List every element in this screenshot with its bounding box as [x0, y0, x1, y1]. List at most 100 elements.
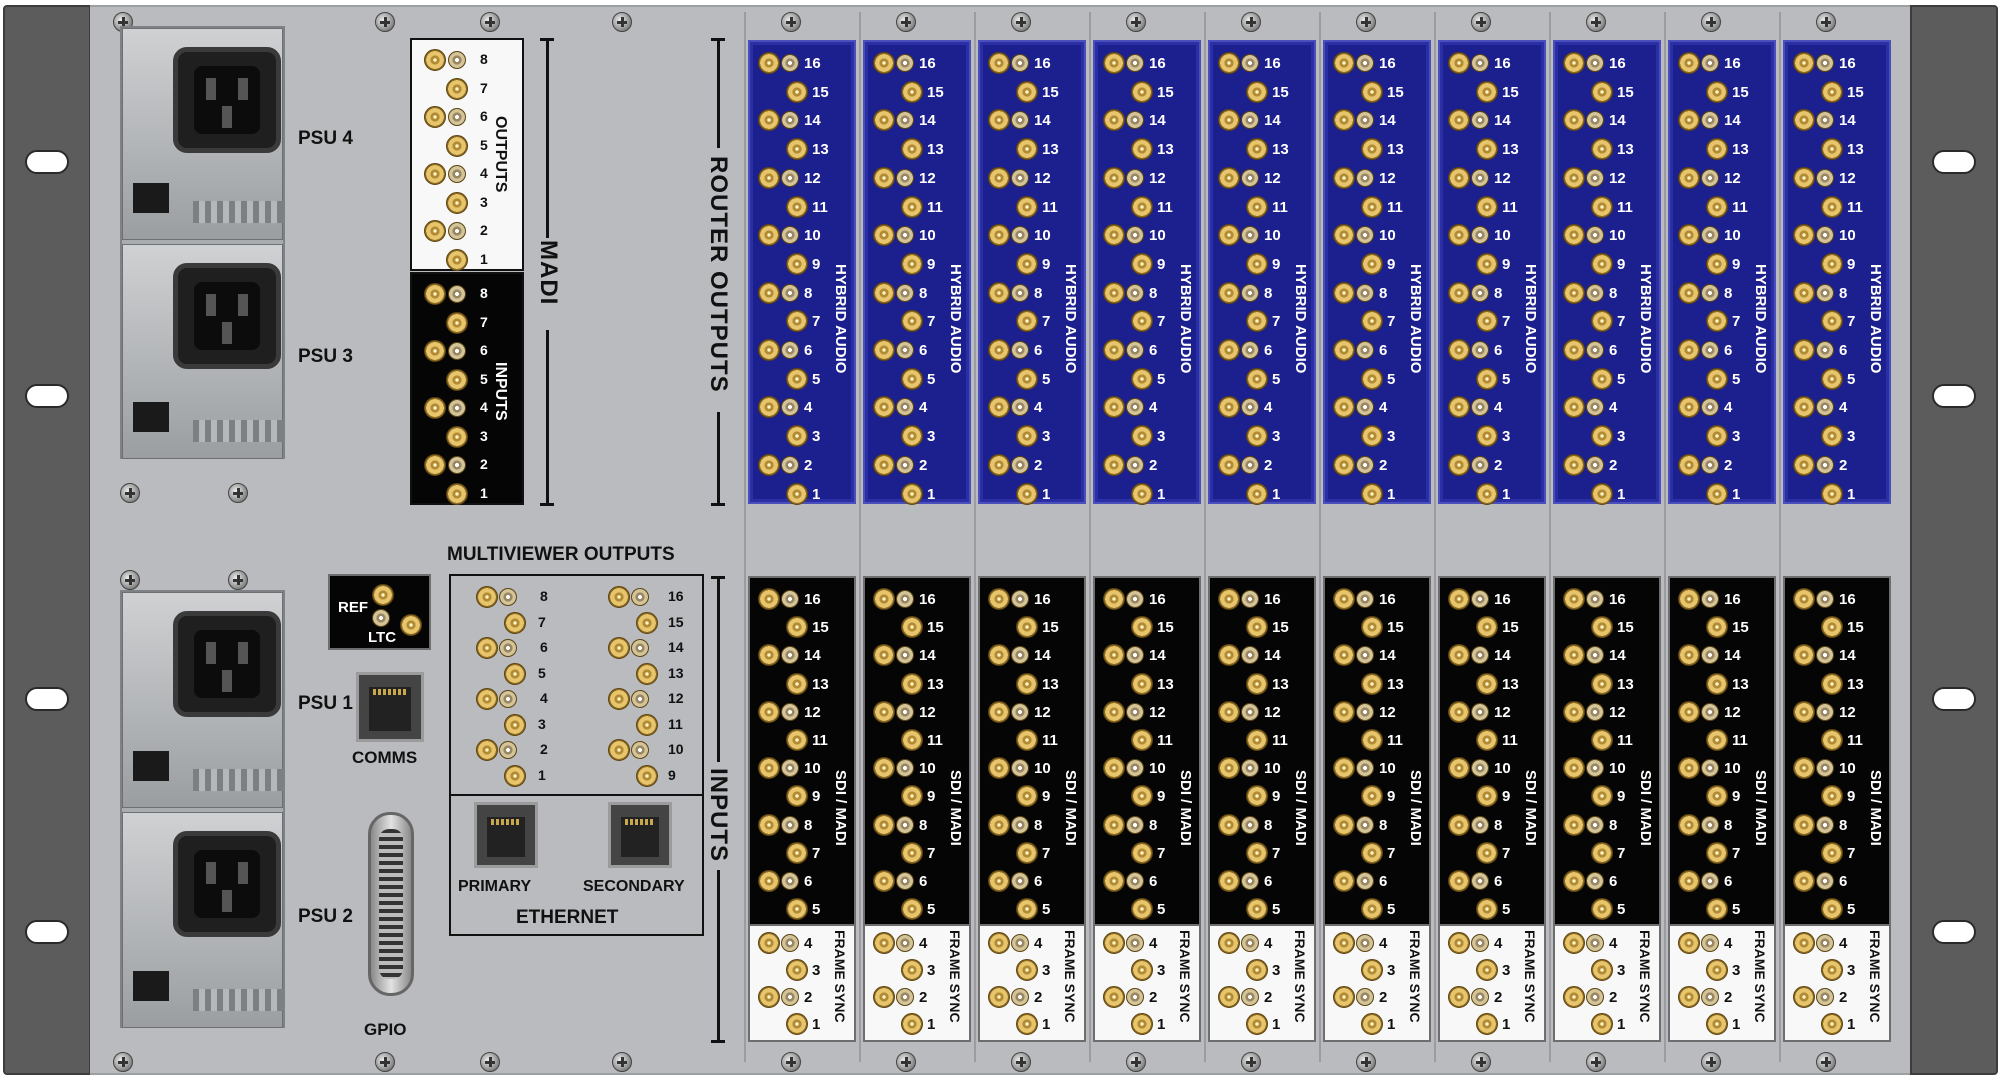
bnc-connector[interactable]	[786, 1013, 808, 1035]
bnc-connector[interactable]	[1476, 959, 1498, 981]
bnc-connector[interactable]	[988, 52, 1010, 74]
bnc-connector[interactable]	[1471, 54, 1489, 72]
bnc-connector[interactable]	[1471, 226, 1489, 245]
bnc-connector[interactable]	[1241, 872, 1259, 890]
bnc-connector[interactable]	[1816, 111, 1834, 130]
bnc-connector[interactable]	[1821, 672, 1843, 695]
bnc-connector[interactable]	[1448, 396, 1470, 419]
bnc-connector[interactable]	[1793, 166, 1815, 189]
power-inlet[interactable]	[173, 831, 281, 937]
bnc-connector[interactable]	[1218, 52, 1240, 74]
bnc-connector[interactable]	[608, 688, 630, 710]
bnc-connector[interactable]	[1333, 932, 1355, 954]
bnc-connector[interactable]	[781, 398, 799, 417]
bnc-connector[interactable]	[1011, 226, 1029, 245]
bnc-connector[interactable]	[1241, 111, 1259, 130]
bnc-connector[interactable]	[1011, 590, 1029, 608]
bnc-connector[interactable]	[896, 398, 914, 417]
bnc-connector[interactable]	[1241, 283, 1259, 302]
bnc-connector[interactable]	[901, 959, 923, 981]
bnc-connector[interactable]	[1821, 959, 1843, 981]
bnc-connector[interactable]	[1361, 959, 1383, 981]
bnc-connector[interactable]	[448, 285, 466, 303]
bnc-connector[interactable]	[781, 54, 799, 72]
bnc-connector[interactable]	[1361, 80, 1383, 103]
bnc-connector[interactable]	[1126, 283, 1144, 302]
bnc-connector[interactable]	[1586, 872, 1604, 890]
bnc-connector[interactable]	[873, 339, 895, 361]
bnc-connector[interactable]	[1131, 1013, 1153, 1035]
bnc-connector[interactable]	[1103, 224, 1125, 247]
power-inlet[interactable]	[173, 47, 281, 153]
bnc-connector[interactable]	[1218, 281, 1240, 304]
bnc-connector[interactable]	[1701, 168, 1719, 187]
bnc-connector[interactable]	[1701, 872, 1719, 890]
bnc-connector[interactable]	[873, 644, 895, 667]
bnc-connector[interactable]	[1586, 341, 1604, 359]
bnc-connector[interactable]	[1678, 224, 1700, 247]
bnc-connector[interactable]	[1793, 339, 1815, 361]
bnc-connector[interactable]	[901, 138, 923, 161]
rack-mount-slot[interactable]	[1932, 384, 1976, 408]
bnc-connector[interactable]	[1816, 988, 1834, 1006]
bnc-connector[interactable]	[448, 399, 466, 417]
bnc-connector[interactable]	[873, 932, 895, 954]
bnc-connector[interactable]	[1706, 425, 1728, 448]
bnc-connector[interactable]	[873, 813, 895, 836]
bnc-connector[interactable]	[1448, 757, 1470, 780]
bnc-connector[interactable]	[896, 341, 914, 359]
bnc-connector[interactable]	[424, 397, 446, 419]
bnc-connector[interactable]	[1356, 988, 1374, 1006]
bnc-connector[interactable]	[786, 785, 808, 808]
bnc-connector[interactable]	[1816, 283, 1834, 302]
bnc-connector[interactable]	[1246, 672, 1268, 695]
bnc-connector[interactable]	[1131, 252, 1153, 275]
bnc-connector[interactable]	[781, 646, 799, 665]
bnc-connector[interactable]	[758, 224, 780, 247]
bnc-connector[interactable]	[1131, 425, 1153, 448]
bnc-connector[interactable]	[1011, 455, 1029, 474]
bnc-connector[interactable]	[873, 224, 895, 247]
power-inlet[interactable]	[173, 611, 281, 717]
bnc-connector[interactable]	[1333, 757, 1355, 780]
bnc-connector[interactable]	[636, 662, 658, 685]
bnc-connector[interactable]	[896, 702, 914, 721]
bnc-connector[interactable]	[504, 764, 526, 787]
bnc-connector[interactable]	[1241, 759, 1259, 778]
bnc-connector[interactable]	[1591, 425, 1613, 448]
bnc-connector[interactable]	[1471, 872, 1489, 890]
bnc-connector[interactable]	[901, 841, 923, 864]
bnc-connector[interactable]	[504, 713, 526, 736]
bnc-connector[interactable]	[1016, 1013, 1038, 1035]
bnc-connector[interactable]	[781, 283, 799, 302]
bnc-connector[interactable]	[1103, 339, 1125, 361]
bnc-connector[interactable]	[988, 166, 1010, 189]
bnc-connector[interactable]	[1563, 453, 1585, 476]
bnc-connector[interactable]	[1356, 872, 1374, 890]
rack-mount-slot[interactable]	[1932, 687, 1976, 711]
bnc-connector[interactable]	[1678, 166, 1700, 189]
bnc-connector[interactable]	[1448, 453, 1470, 476]
bnc-connector[interactable]	[1011, 872, 1029, 890]
bnc-connector[interactable]	[1246, 959, 1268, 981]
bnc-connector[interactable]	[988, 932, 1010, 954]
bnc-connector[interactable]	[1563, 588, 1585, 610]
bnc-connector[interactable]	[1218, 700, 1240, 723]
bnc-connector[interactable]	[476, 688, 498, 710]
bnc-connector[interactable]	[896, 54, 914, 72]
bnc-connector[interactable]	[1218, 453, 1240, 476]
bnc-connector[interactable]	[1131, 138, 1153, 161]
bnc-connector[interactable]	[1591, 138, 1613, 161]
bnc-connector[interactable]	[1471, 646, 1489, 665]
bnc-connector[interactable]	[636, 764, 658, 787]
bnc-connector[interactable]	[1356, 646, 1374, 665]
bnc-connector[interactable]	[988, 870, 1010, 892]
bnc-connector[interactable]	[1706, 672, 1728, 695]
bnc-connector[interactable]	[1131, 729, 1153, 751]
bnc-connector[interactable]	[1816, 702, 1834, 721]
bnc-connector[interactable]	[758, 52, 780, 74]
bnc-connector[interactable]	[758, 453, 780, 476]
bnc-connector[interactable]	[1706, 310, 1728, 333]
bnc-connector[interactable]	[988, 644, 1010, 667]
bnc-connector[interactable]	[476, 739, 498, 761]
